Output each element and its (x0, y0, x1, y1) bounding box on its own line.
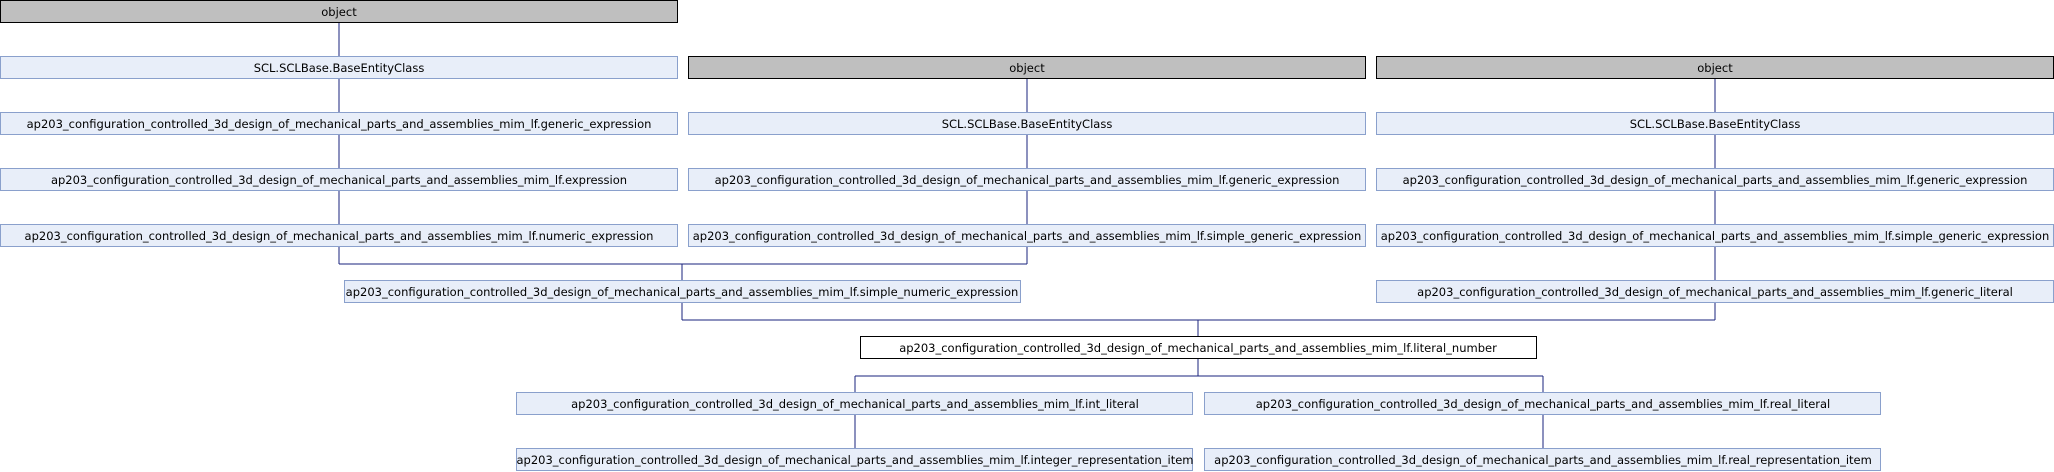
node-base-entity-class-b[interactable]: SCL.SCLBase.BaseEntityClass (688, 112, 1366, 135)
node-label: ap203_configuration_controlled_3d_design… (1417, 285, 2013, 299)
node-label: ap203_configuration_controlled_3d_design… (899, 341, 1497, 355)
node-label: ap203_configuration_controlled_3d_design… (516, 453, 1193, 467)
edge-literal-number-bus (682, 319, 1715, 336)
node-int-literal[interactable]: ap203_configuration_controlled_3d_design… (516, 392, 1193, 415)
node-label: ap203_configuration_controlled_3d_design… (1403, 173, 2028, 187)
node-base-entity-class-c[interactable]: SCL.SCLBase.BaseEntityClass (1376, 112, 2054, 135)
node-label: ap203_configuration_controlled_3d_design… (25, 229, 654, 243)
edges (335, 15, 1719, 449)
node-generic-literal[interactable]: ap203_configuration_controlled_3d_design… (1376, 280, 2054, 303)
node-real-literal[interactable]: ap203_configuration_controlled_3d_design… (1204, 392, 1881, 415)
node-simple-numeric-expression[interactable]: ap203_configuration_controlled_3d_design… (344, 280, 1021, 303)
node-label: object (1009, 61, 1045, 75)
node-label: ap203_configuration_controlled_3d_design… (1214, 453, 1872, 467)
node-expression[interactable]: ap203_configuration_controlled_3d_design… (0, 168, 678, 191)
node-object-c[interactable]: object (1376, 56, 2054, 79)
node-simple-generic-expression-c[interactable]: ap203_configuration_controlled_3d_design… (1376, 224, 2054, 247)
node-base-entity-class-a[interactable]: SCL.SCLBase.BaseEntityClass (0, 56, 678, 79)
node-generic-expression-b[interactable]: ap203_configuration_controlled_3d_design… (688, 168, 1366, 191)
node-generic-expression-c[interactable]: ap203_configuration_controlled_3d_design… (1376, 168, 2054, 191)
node-integer-representation-item[interactable]: ap203_configuration_controlled_3d_design… (516, 448, 1194, 471)
node-label: ap203_configuration_controlled_3d_design… (693, 229, 1362, 243)
node-label: ap203_configuration_controlled_3d_design… (346, 285, 1019, 299)
node-simple-generic-expression-b[interactable]: ap203_configuration_controlled_3d_design… (688, 224, 1366, 247)
node-label: ap203_configuration_controlled_3d_design… (27, 117, 652, 131)
node-label: object (1697, 61, 1733, 75)
node-real-representation-item[interactable]: ap203_configuration_controlled_3d_design… (1204, 448, 1881, 471)
node-numeric-expression[interactable]: ap203_configuration_controlled_3d_design… (0, 224, 678, 247)
node-label: SCL.SCLBase.BaseEntityClass (1630, 117, 1801, 131)
edge-simple-numeric-bus (339, 263, 1027, 280)
node-label: ap203_configuration_controlled_3d_design… (1256, 397, 1831, 411)
node-generic-expression-a[interactable]: ap203_configuration_controlled_3d_design… (0, 112, 678, 135)
node-label: ap203_configuration_controlled_3d_design… (571, 397, 1139, 411)
node-label: ap203_configuration_controlled_3d_design… (1381, 229, 2050, 243)
edge-literal-children-bus (854, 375, 1544, 392)
node-literal-number[interactable]: ap203_configuration_controlled_3d_design… (860, 336, 1537, 359)
node-label: ap203_configuration_controlled_3d_design… (715, 173, 1340, 187)
node-object-b[interactable]: object (688, 56, 1366, 79)
node-label: SCL.SCLBase.BaseEntityClass (254, 61, 425, 75)
node-label: object (321, 5, 357, 19)
node-object-a[interactable]: object (0, 0, 678, 23)
node-label: ap203_configuration_controlled_3d_design… (51, 173, 627, 187)
node-label: SCL.SCLBase.BaseEntityClass (942, 117, 1113, 131)
